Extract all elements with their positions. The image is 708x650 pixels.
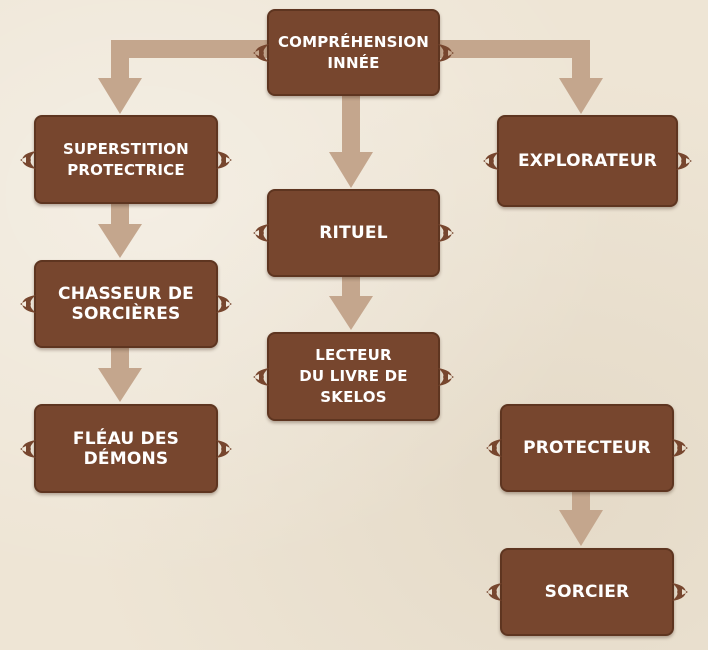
knot-left-icon <box>483 152 499 170</box>
node-protecteur[interactable]: PROTECTEUR <box>486 404 688 492</box>
knot-left-icon <box>20 295 36 313</box>
node-rituel[interactable]: RITUEL <box>253 189 454 277</box>
knot-right-icon <box>216 439 232 458</box>
knot-right-icon <box>672 439 688 457</box>
link-stem-rituel-lecteur <box>342 276 360 298</box>
node-lecteur-du-livre-de-skelos[interactable]: LECTEUR DU LIVRE DE SKELOS <box>253 332 454 421</box>
knot-left-icon <box>486 439 502 457</box>
link-stem-chasseur-fleau <box>111 346 129 370</box>
arrowhead-superstition <box>98 78 142 114</box>
link-stem-comprehension-rituel <box>342 90 360 154</box>
knot-right-icon <box>216 150 232 169</box>
knot-left-icon <box>20 150 36 169</box>
node-label: SUPERSTITION PROTECTRICE <box>63 139 189 179</box>
link-stem-comprehension-explorateur <box>572 40 590 80</box>
node-label: COMPRÉHENSION INNÉE <box>277 32 430 72</box>
link-stem-protecteur-sorcier <box>572 490 590 512</box>
node-label: LECTEUR DU LIVRE DE SKELOS <box>299 346 408 406</box>
arrowhead-sorcier <box>559 510 603 546</box>
node-sorcier[interactable]: SORCIER <box>486 548 688 636</box>
knot-left-icon <box>253 43 269 62</box>
knot-right-icon <box>438 367 454 386</box>
node-comprehension-innee[interactable]: COMPRÉHENSION INNÉE <box>253 9 454 96</box>
knot-left-icon <box>486 583 502 601</box>
link-stem-comprehension-superstition <box>111 40 129 80</box>
node-fleau-des-demons[interactable]: FLÉAU DES DÉMONS <box>20 404 232 493</box>
node-chasseur-de-sorcieres[interactable]: CHASSEUR DE SORCIÈRES <box>20 260 232 348</box>
node-label: EXPLORATEUR <box>517 151 658 171</box>
knot-right-icon <box>438 43 454 62</box>
arrowhead-chasseur <box>98 224 142 258</box>
knot-right-icon <box>438 224 454 242</box>
node-label: PROTECTEUR <box>523 438 651 458</box>
link-stem-superstition-chasseur <box>111 202 129 226</box>
node-superstition-protectrice[interactable]: SUPERSTITION PROTECTRICE <box>20 115 232 204</box>
knot-right-icon <box>676 152 692 170</box>
knot-right-icon <box>672 583 688 601</box>
node-label: CHASSEUR DE SORCIÈRES <box>58 284 194 324</box>
node-explorateur[interactable]: EXPLORATEUR <box>483 115 692 207</box>
arrowhead-fleau <box>98 368 142 402</box>
node-label: SORCIER <box>544 582 630 602</box>
knot-left-icon <box>253 367 269 386</box>
knot-left-icon <box>253 224 269 242</box>
node-label: FLÉAU DES DÉMONS <box>72 428 180 469</box>
arrowhead-lecteur <box>329 296 373 330</box>
arrowhead-rituel <box>329 152 373 188</box>
knot-left-icon <box>20 439 36 458</box>
node-label: RITUEL <box>319 223 388 243</box>
arrowhead-explorateur <box>559 78 603 114</box>
knot-right-icon <box>216 295 232 313</box>
